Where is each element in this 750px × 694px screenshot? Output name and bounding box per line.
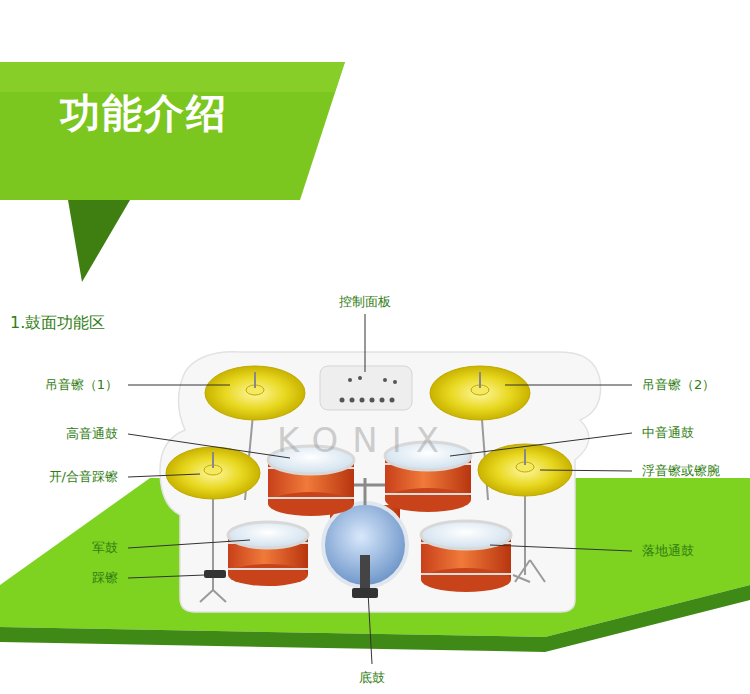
leader-lines [128, 314, 632, 664]
section-heading: 1.鼓面功能区 [10, 313, 105, 332]
floor-edge [0, 585, 750, 652]
part-label: 开/合音踩镲 [49, 469, 118, 485]
watermark: KONIX [277, 420, 453, 461]
floor-tom [421, 521, 511, 592]
part-label: 吊音镲（1） [45, 377, 118, 393]
control-panel [320, 366, 412, 410]
stands [200, 393, 545, 602]
part-label: 控制面板 [339, 294, 391, 310]
part-label: 高音通鼓 [66, 426, 118, 442]
banner-fold [68, 200, 130, 282]
part-label: 底鼓 [359, 670, 385, 686]
page-title: 功能介绍 [60, 86, 228, 141]
tom-holder [350, 478, 385, 505]
part-label: 踩镲 [92, 570, 118, 586]
panel-buttons [340, 376, 398, 403]
part-label: 浮音镲或镲腕 [642, 463, 720, 479]
cymbals [166, 366, 572, 499]
bass-drum [323, 503, 407, 598]
part-label: 军鼓 [92, 540, 118, 556]
snare-drum [228, 522, 308, 586]
hihat-pedal [204, 570, 226, 578]
part-label: 中音通鼓 [642, 425, 694, 441]
drum-pad-mat [160, 352, 601, 612]
banner-highlight [0, 62, 345, 92]
title-banner [0, 62, 345, 200]
part-label: 落地通鼓 [642, 543, 694, 559]
part-label: 吊音镲（2） [642, 377, 715, 393]
